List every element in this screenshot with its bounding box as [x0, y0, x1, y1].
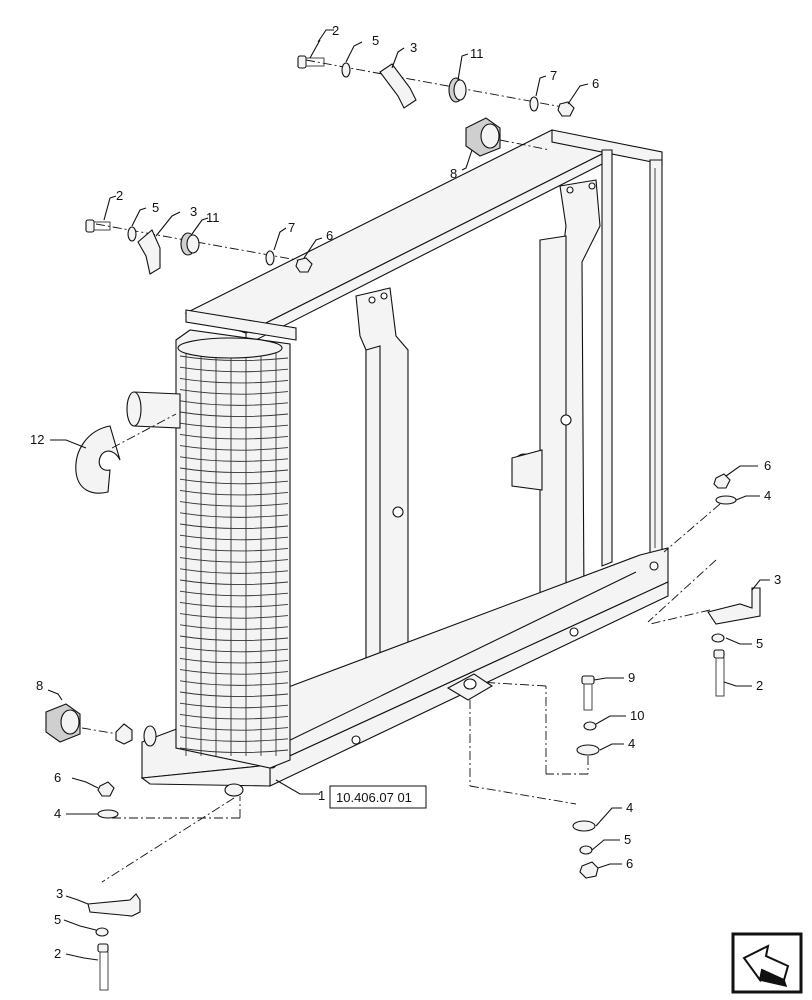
radiator-core — [126, 309, 297, 797]
callout-label: 5 — [756, 636, 763, 651]
callout-label: 2 — [756, 678, 763, 693]
callout-label: 4 — [626, 800, 633, 815]
callout-label: 6 — [54, 770, 61, 785]
callout-label: 4 — [764, 488, 771, 503]
callout-label: 5 — [54, 912, 61, 927]
callout-label: 8 — [36, 678, 43, 693]
reference-box[interactable]: 10.406.07 01 — [329, 785, 427, 809]
callout-label: 6 — [592, 76, 599, 91]
callout-label: 7 — [550, 68, 557, 83]
callout-label: 10 — [630, 708, 644, 723]
callout-label: 1 — [318, 788, 325, 803]
seal-ring — [75, 413, 177, 494]
callout-label: 6 — [326, 228, 333, 243]
callout-label: 3 — [774, 572, 781, 587]
callout-label: 2 — [116, 188, 123, 203]
hardware-second-row — [85, 219, 313, 275]
callout-label: 6 — [626, 856, 633, 871]
callout-label: 5 — [372, 33, 379, 48]
callout-label: 5 — [152, 200, 159, 215]
leader-lines — [47, 29, 770, 961]
callout-label: 3 — [190, 204, 197, 219]
callout-label: 12 — [30, 432, 44, 447]
callout-label: 4 — [628, 736, 635, 751]
callout-label: 6 — [764, 458, 771, 473]
hardware-top-row — [297, 55, 575, 157]
callout-label: 8 — [450, 166, 457, 181]
callout-label: 7 — [288, 220, 295, 235]
next-page-arrow-icon[interactable] — [731, 932, 803, 994]
hardware-left-cluster — [45, 703, 241, 991]
callout-label: 11 — [206, 210, 220, 225]
callout-labels: 2 5 3 11 7 6 8 2 5 3 11 7 6 12 6 4 3 5 2… — [30, 23, 781, 961]
callout-label: 9 — [628, 670, 635, 685]
callout-label: 3 — [56, 886, 63, 901]
callout-label: 4 — [54, 806, 61, 821]
callout-label: 2 — [54, 946, 61, 961]
callout-label: 3 — [410, 40, 417, 55]
reference-number: 10.406.07 01 — [336, 790, 412, 805]
hardware-center-cluster — [446, 673, 600, 879]
callout-label: 11 — [470, 46, 484, 61]
callout-label: 2 — [332, 23, 339, 38]
callout-label: 5 — [624, 832, 631, 847]
